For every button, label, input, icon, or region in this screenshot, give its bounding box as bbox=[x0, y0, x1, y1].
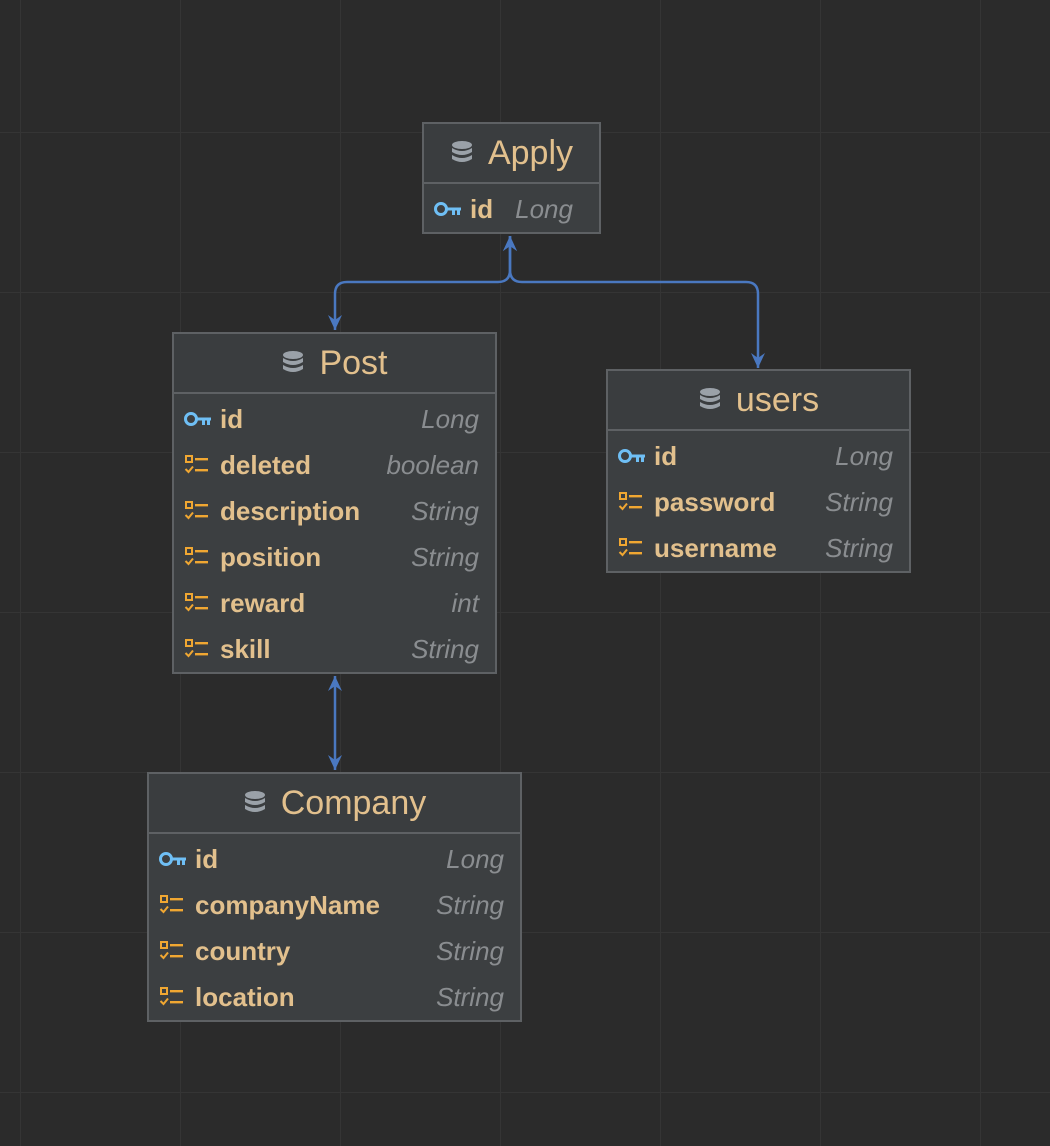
entity-title: Apply bbox=[487, 134, 574, 172]
field-type: String bbox=[411, 541, 479, 572]
field-row[interactable]: position String bbox=[174, 534, 495, 580]
field-name: reward bbox=[220, 587, 306, 618]
field-row[interactable]: companyName String bbox=[149, 882, 520, 928]
entity-header[interactable]: users bbox=[608, 371, 909, 431]
field-name: id bbox=[220, 403, 244, 434]
primary-key-icon bbox=[184, 408, 212, 430]
field-name: username bbox=[654, 532, 777, 563]
field-type: String bbox=[436, 889, 504, 920]
column-icon bbox=[184, 546, 212, 568]
column-icon bbox=[159, 986, 187, 1008]
field-row[interactable]: description String bbox=[174, 488, 495, 534]
field-type: String bbox=[825, 532, 893, 563]
field-name: location bbox=[195, 981, 295, 1012]
column-icon bbox=[184, 638, 212, 660]
entity-title: Company bbox=[280, 784, 427, 822]
table-icon bbox=[243, 790, 267, 816]
field-name: description bbox=[220, 495, 361, 526]
entity-apply[interactable]: Apply id Long bbox=[422, 122, 601, 234]
table-icon bbox=[698, 387, 722, 413]
field-type: boolean bbox=[386, 449, 479, 480]
primary-key-icon bbox=[434, 198, 462, 220]
column-icon bbox=[184, 500, 212, 522]
field-row[interactable]: username String bbox=[608, 525, 909, 571]
relation-apply-users[interactable] bbox=[503, 236, 765, 368]
field-type: String bbox=[411, 495, 479, 526]
entity-header[interactable]: Post bbox=[174, 334, 495, 394]
field-name: id bbox=[195, 843, 219, 874]
column-icon bbox=[618, 491, 646, 513]
field-row[interactable]: id Long bbox=[174, 396, 495, 442]
relation-apply-post[interactable] bbox=[328, 236, 517, 330]
field-row[interactable]: country String bbox=[149, 928, 520, 974]
field-row[interactable]: id Long bbox=[149, 836, 520, 882]
field-type: String bbox=[411, 633, 479, 664]
field-row[interactable]: skill String bbox=[174, 626, 495, 672]
field-row[interactable]: password String bbox=[608, 479, 909, 525]
field-row[interactable]: location String bbox=[149, 974, 520, 1020]
field-type: String bbox=[436, 981, 504, 1012]
field-type: Long bbox=[835, 440, 893, 471]
field-type: int bbox=[451, 587, 479, 618]
field-type: Long bbox=[446, 843, 504, 874]
field-row[interactable]: reward int bbox=[174, 580, 495, 626]
field-name: password bbox=[654, 486, 776, 517]
field-name: position bbox=[220, 541, 322, 572]
column-icon bbox=[618, 537, 646, 559]
primary-key-icon bbox=[618, 445, 646, 467]
column-icon bbox=[159, 894, 187, 916]
field-name: id bbox=[470, 193, 494, 224]
field-type: String bbox=[436, 935, 504, 966]
entity-title: users bbox=[735, 381, 820, 419]
field-name: skill bbox=[220, 633, 271, 664]
column-icon bbox=[159, 940, 187, 962]
field-type: String bbox=[825, 486, 893, 517]
field-name: id bbox=[654, 440, 678, 471]
field-name: deleted bbox=[220, 449, 312, 480]
field-name: country bbox=[195, 935, 291, 966]
field-row[interactable]: id Long bbox=[424, 186, 599, 232]
field-row[interactable]: deleted boolean bbox=[174, 442, 495, 488]
field-type: Long bbox=[515, 193, 573, 224]
table-icon bbox=[450, 140, 474, 166]
entity-header[interactable]: Company bbox=[149, 774, 520, 834]
field-type: Long bbox=[421, 403, 479, 434]
column-icon bbox=[184, 454, 212, 476]
column-icon bbox=[184, 592, 212, 614]
table-icon bbox=[281, 350, 305, 376]
entity-header[interactable]: Apply bbox=[424, 124, 599, 184]
field-row[interactable]: id Long bbox=[608, 433, 909, 479]
primary-key-icon bbox=[159, 848, 187, 870]
field-name: companyName bbox=[195, 889, 380, 920]
entity-title: Post bbox=[319, 344, 388, 382]
